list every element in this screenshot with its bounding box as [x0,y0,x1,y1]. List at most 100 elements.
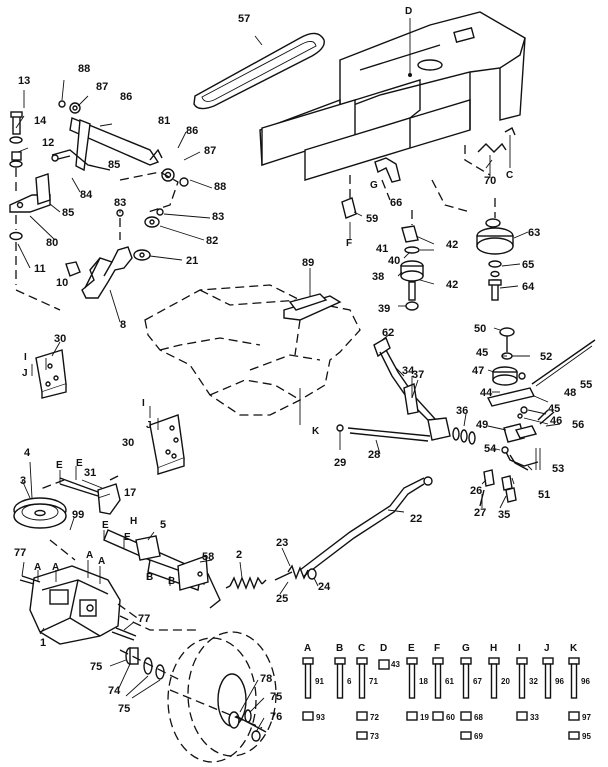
bracket-66 [374,157,401,201]
callout-k: K [312,426,320,437]
callout-b: B [168,576,175,587]
chart-bolt-number: 6 [347,677,352,686]
washers-36 [452,427,476,445]
chart-bolt-number: 91 [315,677,324,686]
callout-30: 30 [122,437,134,449]
callout-51: 51 [538,489,550,501]
knob-assembly-47 [492,327,526,386]
callout-23: 23 [276,537,288,549]
callout-a: A [98,556,105,567]
callout-42: 42 [446,239,458,251]
bolt-shank-g [462,663,470,699]
chart-nut-number: 19 [420,713,429,722]
callout-46: 46 [550,415,562,427]
chart-letter-k: K [570,643,578,654]
pulley-3 [13,497,67,529]
bracket-48 [486,387,555,443]
chart-bolt-number: 20 [501,677,510,686]
callout-b: B [146,572,153,583]
callout-83: 83 [114,197,126,209]
spring-70 [477,142,507,178]
callout-2: 2 [236,549,242,561]
bolt-shank-i [518,663,526,699]
bracket-30-upper [35,349,67,399]
spring-23-24 [274,564,317,581]
pedal-rod-34 [373,336,451,441]
callout-63: 63 [528,227,540,239]
callout-j: J [22,368,28,379]
callout-87: 87 [204,145,216,157]
lever-81 [58,100,189,187]
drive-belt-57 [193,32,325,110]
chart-bolt-number: 96 [555,677,564,686]
callout-65: 65 [522,259,534,271]
callout-28: 28 [368,449,380,461]
bolt-shank-e [408,663,416,699]
callout-e: E [102,520,109,531]
chart-letter-d: D [380,643,387,654]
callout-58: 58 [202,551,214,563]
callout-38: 38 [372,271,384,283]
chart-nut-number: 60 [446,713,455,722]
callout-89: 89 [302,257,314,269]
callout-10: 10 [56,277,68,289]
callout-41: 41 [376,243,388,255]
callout-j: J [146,420,152,431]
callout-82: 82 [206,235,218,247]
tractor-frame [259,11,526,181]
callout-81: 81 [158,115,170,127]
rear-wheel [167,631,277,763]
callout-45: 45 [476,347,488,359]
pulley-63 [476,198,514,301]
callout-74: 74 [108,685,121,697]
callout-78: 78 [260,673,272,685]
nut2-g [460,731,472,740]
bolt-head-c [356,657,368,665]
callout-26: 26 [470,485,482,497]
nut-g [460,711,472,721]
chart-nut-number: 72 [370,713,379,722]
callout-31: 31 [84,467,96,479]
chart-letter-j: J [544,643,550,654]
callout-25: 25 [276,593,288,605]
callout-77: 77 [14,547,26,559]
callout-45: 45 [548,403,560,415]
nut-d [378,659,390,670]
chart-nut-number: 97 [582,713,591,722]
chassis-frame-89 [144,284,361,416]
bolt-shank-c [358,663,366,699]
callout-70: 70 [484,175,496,187]
nut-c [356,711,368,721]
callout-75: 75 [270,691,282,703]
callout-49: 49 [476,419,488,431]
bracket-17-31 [59,475,121,515]
callout-c: C [506,170,513,181]
callout-86: 86 [120,91,132,103]
spring-2 [225,576,267,590]
callout-1: 1 [40,637,46,649]
chart-letter-c: C [358,643,365,654]
chart-letter-g: G [462,643,470,654]
chart-bolt-number: 71 [369,677,378,686]
chart-bolt-number: 32 [529,677,538,686]
callout-83: 83 [212,211,224,223]
bolt-head-j [542,657,554,665]
callout-50: 50 [474,323,486,335]
chart-bolt-number: 18 [419,677,428,686]
callout-62: 62 [382,327,394,339]
bolt-head-g [460,657,472,665]
callout-27: 27 [474,507,486,519]
chart-letter-e: E [408,643,415,654]
callout-f: F [346,238,352,249]
bolt-head-i [516,657,528,665]
lever-8 [65,246,151,299]
bolt-head-k [568,657,580,665]
callout-e: E [56,460,63,471]
callout-77: 77 [138,613,150,625]
chart-letter-f: F [434,643,440,654]
callout-a: A [86,550,93,561]
chart-nut2-number: 69 [474,732,483,741]
callout-labels: 57D1388878681141286878885848580838382112… [14,6,592,723]
axle-hardware-74-75 [119,647,181,681]
